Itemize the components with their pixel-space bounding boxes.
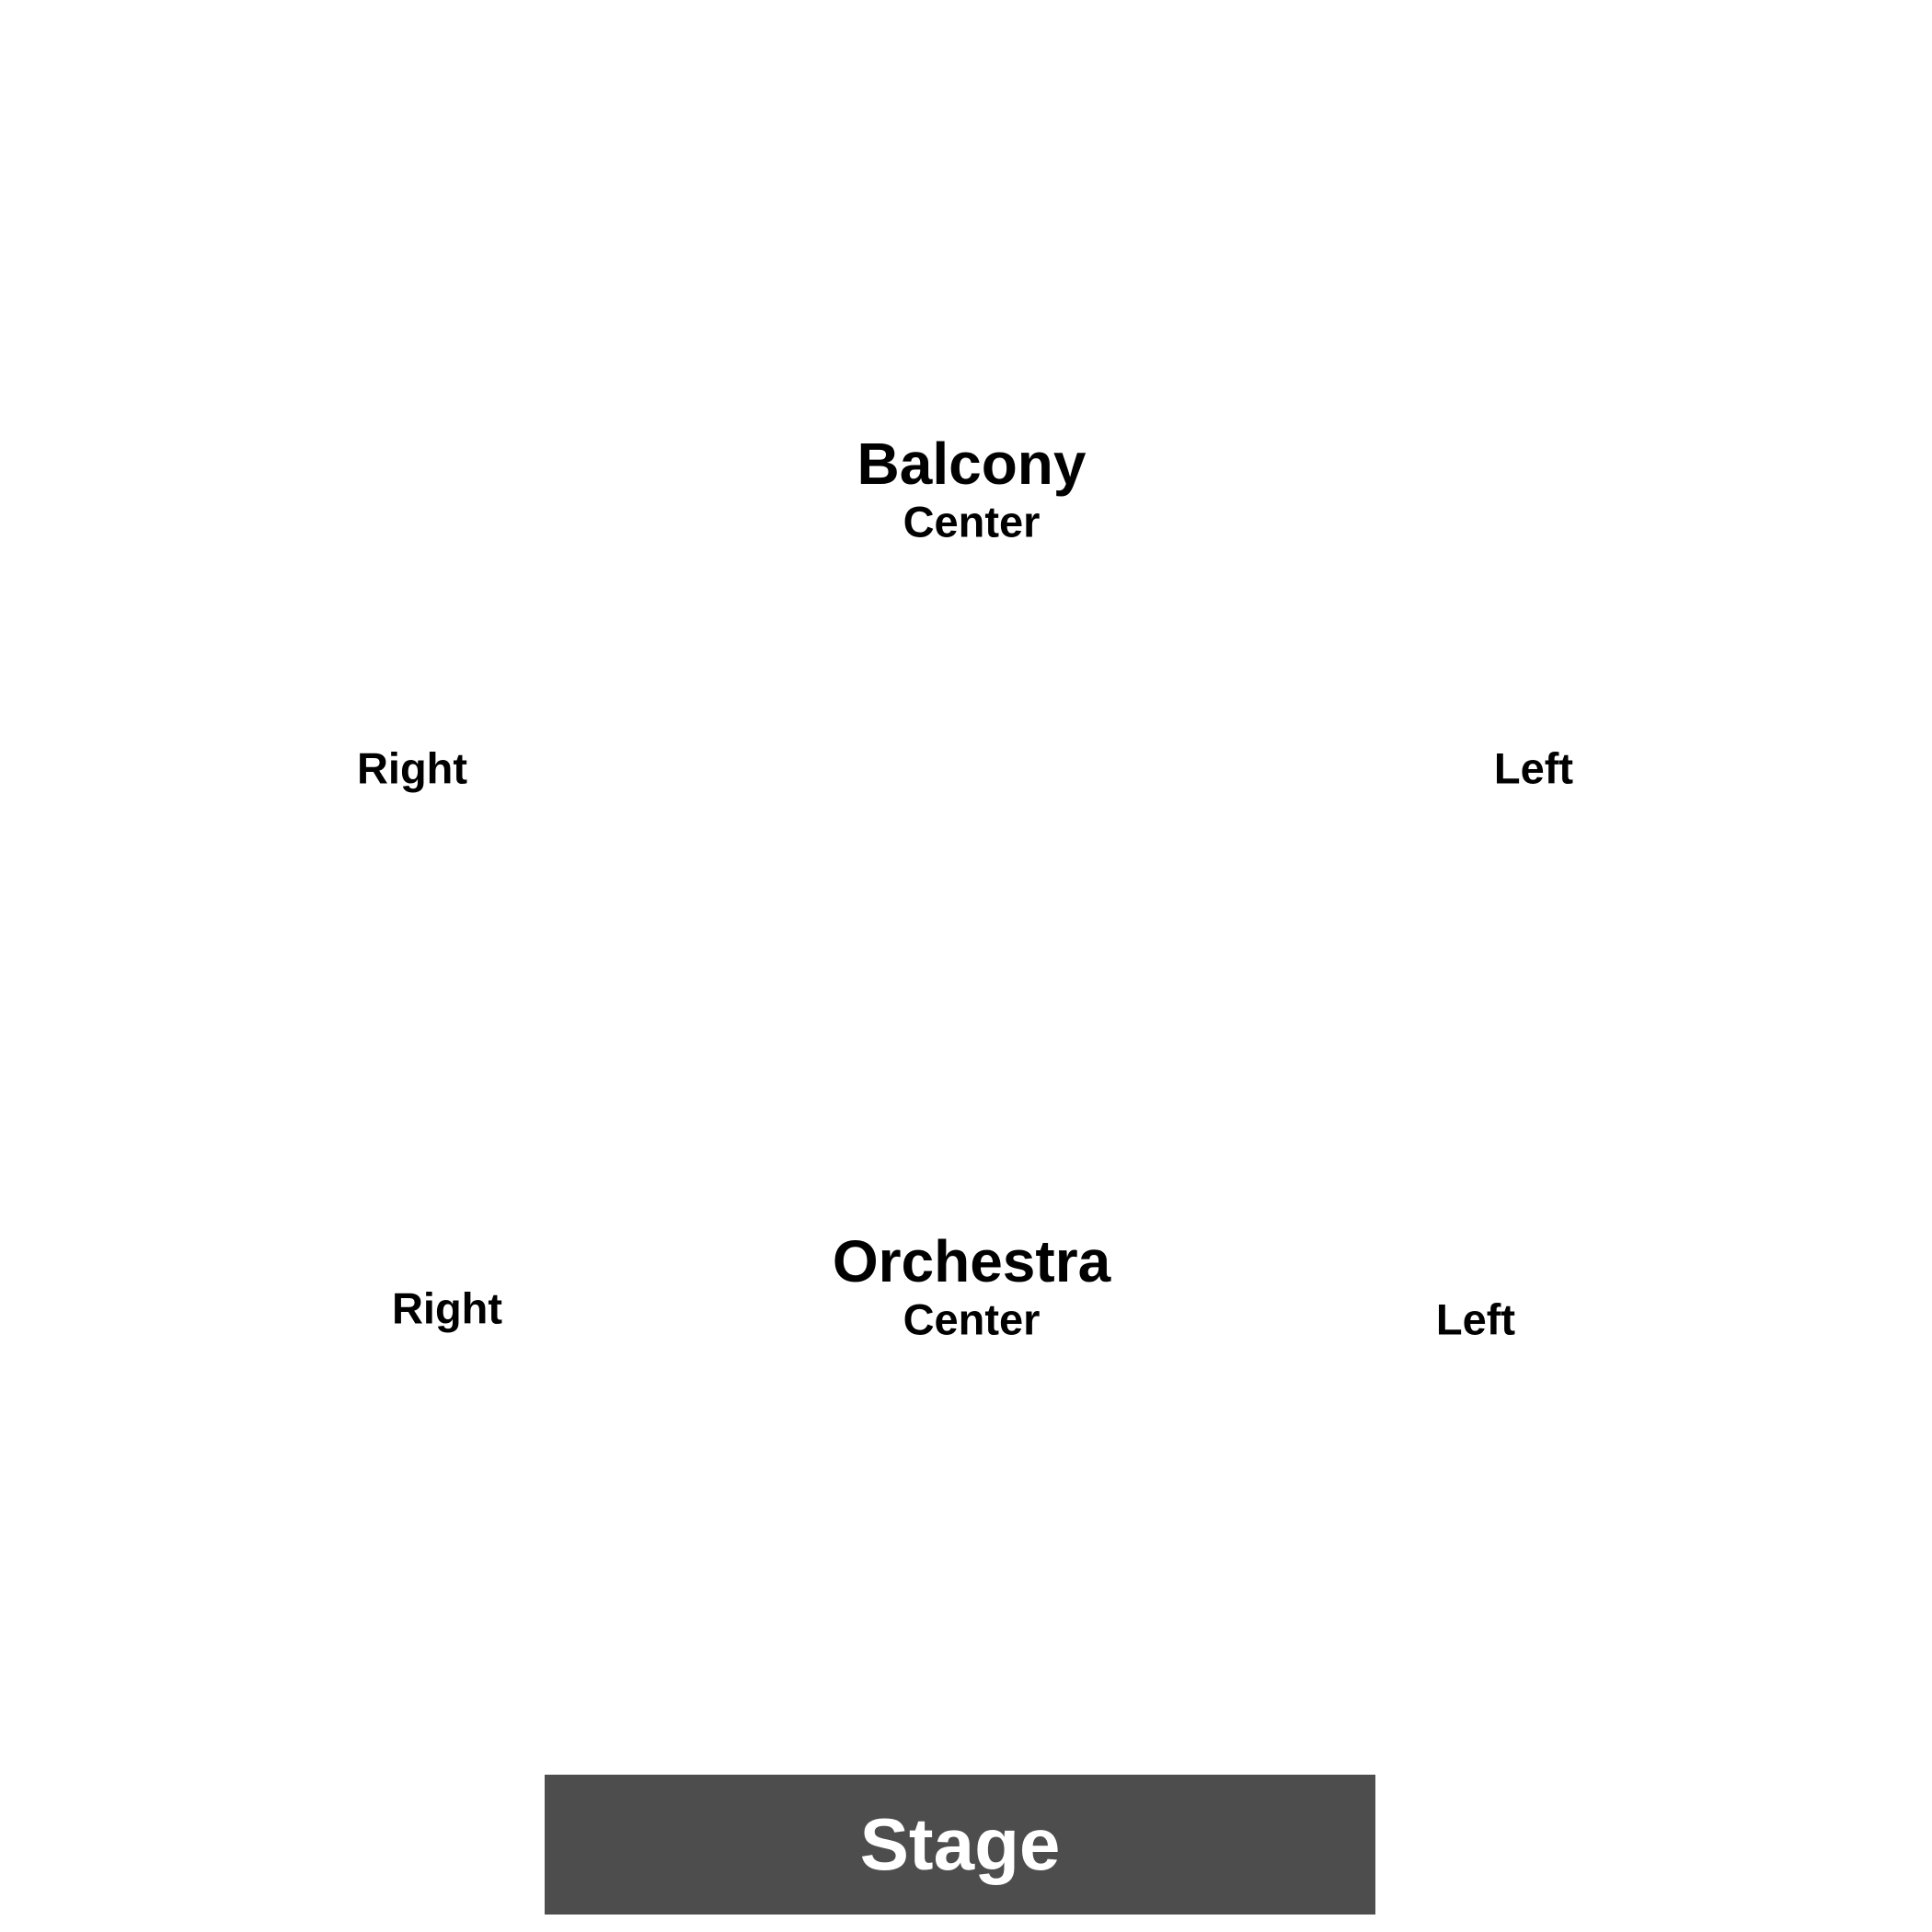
stage-label: Stage bbox=[859, 1803, 1061, 1885]
orchestra-right-label[interactable]: Right bbox=[391, 1283, 503, 1333]
balcony-left-label[interactable]: Left bbox=[1493, 743, 1574, 793]
balcony-center-label[interactable]: Center bbox=[903, 497, 1041, 546]
orchestra-title[interactable]: Orchestra bbox=[832, 1228, 1111, 1294]
balcony-title[interactable]: Balcony bbox=[857, 431, 1087, 497]
orchestra-center-label[interactable]: Center bbox=[903, 1294, 1041, 1344]
balcony-right-label[interactable]: Right bbox=[356, 743, 468, 793]
orchestra-left-label[interactable]: Left bbox=[1435, 1294, 1516, 1344]
stage-block: Stage bbox=[545, 1775, 1375, 1915]
